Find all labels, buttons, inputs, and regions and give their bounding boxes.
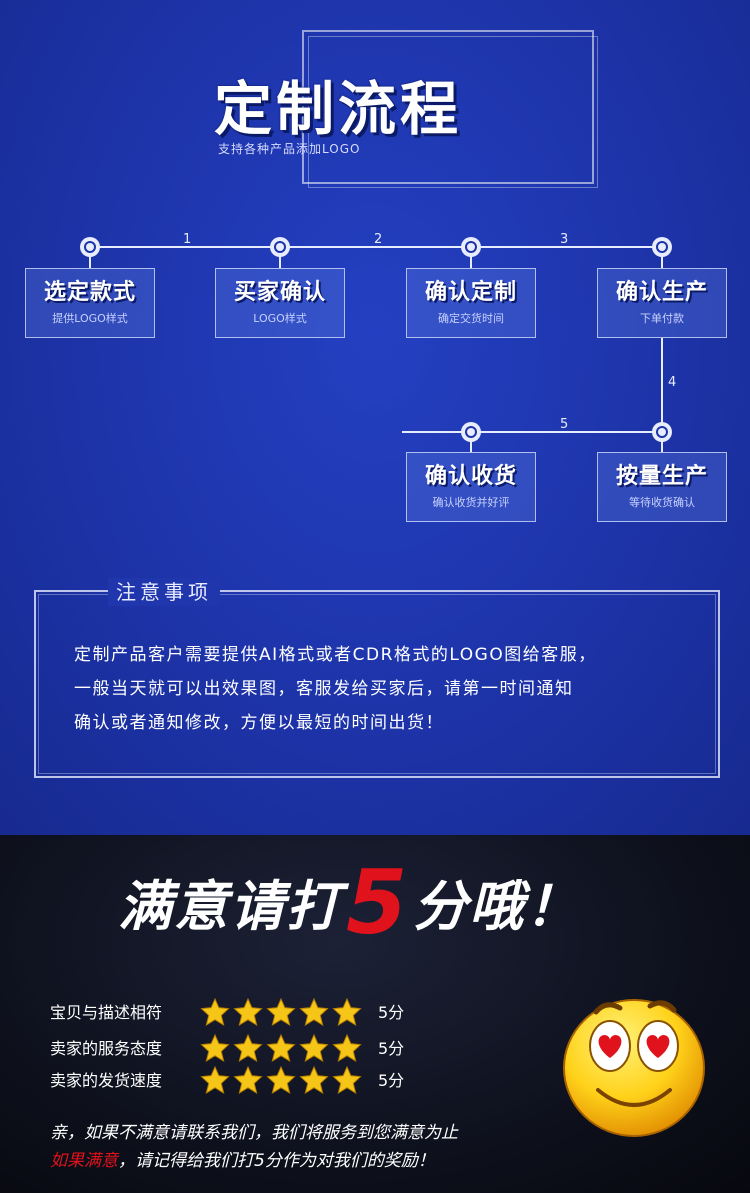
title-frame-shadow bbox=[308, 36, 598, 188]
flow-nodes bbox=[80, 237, 672, 442]
rating-label-shipping: 卖家的发货速度 bbox=[50, 1071, 163, 1090]
message-rest: ，请记得给我们打5分作为对我们的奖励！ bbox=[118, 1151, 435, 1171]
star-icon bbox=[299, 1066, 329, 1094]
star-icon bbox=[266, 998, 296, 1026]
page-subtitle: 支持各种产品添加LOGO bbox=[218, 142, 361, 156]
notice-title: 注意事项 bbox=[108, 578, 220, 606]
process-flow-lines: 1 2 3 4 5 bbox=[80, 232, 676, 452]
step-mass-production: 按量生产 等待收货确认 bbox=[597, 452, 727, 522]
star-icon bbox=[266, 1034, 296, 1062]
headline-number: 5 bbox=[346, 851, 410, 954]
step-subtitle: 等待收货确认 bbox=[629, 496, 695, 509]
star-icon bbox=[200, 1066, 230, 1094]
flow-node bbox=[652, 422, 672, 442]
rating-headline: 满意请打5分哦！ bbox=[118, 851, 582, 954]
notice-line: 定制产品客户需要提供AI格式或者CDR格式的LOGO图给客服， bbox=[74, 645, 597, 665]
rating-stars-service bbox=[200, 1034, 365, 1062]
step-subtitle: LOGO样式 bbox=[253, 312, 307, 325]
flow-node bbox=[270, 237, 290, 257]
rating-score-shipping: 5分 bbox=[378, 1071, 405, 1090]
headline-text-post: 分哦！ bbox=[413, 875, 582, 938]
star-icon bbox=[332, 998, 362, 1026]
notice-line: 确认或者通知修改，方便以最短的时间出货！ bbox=[74, 713, 444, 733]
headline-text-pre: 满意请打 bbox=[118, 875, 342, 938]
rating-message-line1: 亲，如果不满意请联系我们，我们将服务到您满意为止 bbox=[50, 1123, 458, 1143]
star-icon bbox=[233, 998, 263, 1026]
step-confirm-receipt: 确认收货 确认收货并好评 bbox=[406, 452, 536, 522]
step-subtitle: 确定交货时间 bbox=[438, 312, 504, 325]
step-subtitle: 确认收货并好评 bbox=[432, 496, 510, 509]
star-icon bbox=[332, 1066, 362, 1094]
smiley-heart-eyes-icon bbox=[563, 999, 705, 1137]
rating-score-description: 5分 bbox=[378, 1003, 405, 1022]
notice-box-inner bbox=[38, 594, 716, 774]
page-title: 定制流程 bbox=[214, 75, 463, 143]
rating-stars-description bbox=[200, 998, 365, 1026]
flow-node bbox=[80, 237, 100, 257]
rating-label-service: 卖家的服务态度 bbox=[50, 1039, 163, 1058]
rating-message-line2: 如果满意，请记得给我们打5分作为对我们的奖励！ bbox=[50, 1150, 435, 1172]
step-select-style: 选定款式 提供LOGO样式 bbox=[25, 268, 155, 338]
message-highlight: 如果满意 bbox=[50, 1151, 118, 1171]
step-number-2: 2 bbox=[374, 232, 382, 247]
flow-node bbox=[652, 237, 672, 257]
star-icon bbox=[332, 1034, 362, 1062]
step-title: 确认生产 bbox=[615, 280, 708, 305]
step-subtitle: 提供LOGO样式 bbox=[52, 312, 128, 325]
step-number-3: 3 bbox=[560, 232, 568, 247]
step-number-1: 1 bbox=[183, 232, 191, 247]
rating-stars-shipping bbox=[200, 1066, 365, 1094]
step-title: 按量生产 bbox=[615, 464, 708, 489]
step-title: 选定款式 bbox=[43, 280, 136, 305]
rating-label-description: 宝贝与描述相符 bbox=[50, 1003, 163, 1022]
star-icon bbox=[299, 1034, 329, 1062]
step-confirm-custom: 确认定制 确定交货时间 bbox=[406, 268, 536, 338]
star-icon bbox=[266, 1066, 296, 1094]
notice-box bbox=[34, 590, 720, 778]
title-frame bbox=[302, 30, 594, 184]
step-buyer-confirm: 买家确认 LOGO样式 bbox=[215, 268, 345, 338]
step-number-5: 5 bbox=[560, 417, 568, 432]
step-title: 确认收货 bbox=[424, 464, 517, 489]
star-icon bbox=[233, 1034, 263, 1062]
process-section: 定制流程 支持各种产品添加LOGO bbox=[0, 0, 750, 835]
step-title: 确认定制 bbox=[424, 280, 517, 305]
step-title: 买家确认 bbox=[233, 280, 326, 305]
step-confirm-production: 确认生产 下单付款 bbox=[597, 268, 727, 338]
step-number-4: 4 bbox=[668, 375, 676, 390]
star-icon bbox=[233, 1066, 263, 1094]
star-icon bbox=[200, 1034, 230, 1062]
step-subtitle: 下单付款 bbox=[640, 312, 684, 325]
flow-node bbox=[461, 422, 481, 442]
flow-node bbox=[461, 237, 481, 257]
star-icon bbox=[299, 998, 329, 1026]
rating-score-service: 5分 bbox=[378, 1039, 405, 1058]
star-icon bbox=[200, 998, 230, 1026]
notice-line: 一般当天就可以出效果图，客服发给买家后，请第一时间通知 bbox=[74, 679, 574, 699]
